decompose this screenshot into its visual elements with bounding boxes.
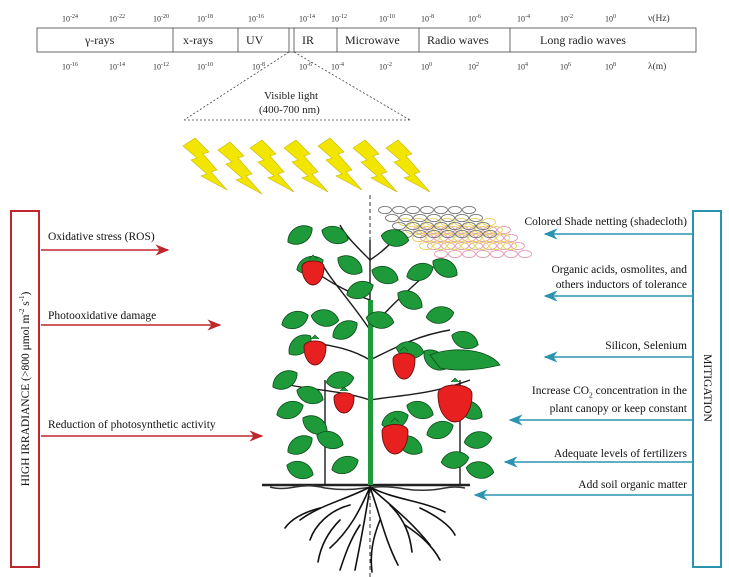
wave-tick: 100 (421, 62, 432, 72)
leaf-icon (463, 429, 493, 450)
freq-tick: 10-10 (379, 14, 395, 24)
leaf-icon (429, 254, 461, 282)
leaf-icon (334, 251, 366, 279)
freq-tick: 10-2 (560, 14, 573, 24)
visible-light-range: (400-700 nm) (259, 104, 320, 116)
wave-tick: 10-2 (379, 62, 392, 72)
freq-tick: 10-8 (421, 14, 434, 24)
freq-tick: 100 (605, 14, 616, 24)
bolt-icon (318, 138, 362, 190)
pepper-fruit-icon (302, 261, 324, 285)
band-label: Long radio waves (540, 33, 626, 48)
leaf-icon (404, 397, 436, 422)
bolt-icon (386, 140, 430, 192)
leaf-icon (310, 307, 340, 328)
left-panel-title: HIGH IRRADIANCE (>800 μmol m-2 s-1) (18, 236, 32, 542)
wave-tick: 10-4 (331, 62, 344, 72)
leaf-icon (430, 350, 500, 370)
leaf-icon (279, 307, 311, 332)
mitigation-co2: Increase CO2 concentration in the plant … (532, 384, 687, 417)
wave-tick: 10-14 (109, 62, 125, 72)
freq-tick: 10-6 (468, 14, 481, 24)
wavelength-unit: λ(m) (648, 62, 666, 72)
band-label: UV (246, 33, 263, 48)
leaf-icon (284, 221, 316, 249)
pepper-fruit-icon (334, 393, 354, 413)
band-label: Radio waves (427, 33, 489, 48)
wave-tick: 102 (468, 62, 479, 72)
leaf-icon (440, 449, 470, 470)
pepper-stem-icon (311, 335, 319, 339)
visible-light-label: Visible light (264, 90, 318, 102)
freq-tick: 10-22 (109, 14, 125, 24)
freq-tick: 10-18 (197, 14, 213, 24)
wave-tick: 10-16 (62, 62, 78, 72)
pepper-fruit-icon (304, 341, 326, 365)
pepper-stem-icon (451, 378, 459, 382)
wave-tick: 10-6 (299, 62, 312, 72)
wave-tick: 106 (560, 62, 571, 72)
main-stem-green (368, 300, 373, 485)
wave-tick: 10-10 (197, 62, 213, 72)
leaf-icon (465, 459, 495, 480)
leaf-icon (425, 304, 455, 325)
freq-tick: 10-24 (62, 14, 78, 24)
wave-tick: 108 (605, 62, 616, 72)
leaf-icon (319, 222, 351, 247)
leaf-icon (284, 457, 316, 482)
right-panel-title: MITIGATION (701, 338, 713, 438)
freq-tick: 10-16 (248, 14, 264, 24)
frequency-unit: ν(Hz) (648, 14, 670, 24)
leaf-icon (325, 369, 355, 390)
freq-tick: 10-4 (517, 14, 530, 24)
wave-tick: 104 (517, 62, 528, 72)
band-label: IR (302, 33, 314, 48)
mitigation-silicon-selenium: Silicon, Selenium (605, 340, 687, 352)
freq-tick: 10-14 (299, 14, 315, 24)
wave-tick: 10-12 (153, 62, 169, 72)
band-label: Microwave (345, 33, 400, 48)
leaf-icon (404, 259, 436, 284)
freq-tick: 10-20 (153, 14, 169, 24)
effect-photooxidative-damage: Photooxidative damage (48, 310, 156, 322)
freq-tick: 10-12 (331, 14, 347, 24)
leaf-icon (269, 366, 301, 394)
leaf-icon (369, 262, 401, 287)
effect-oxidative-stress: Oxidative stress (ROS) (48, 231, 155, 243)
mitigation-shade-netting: Colored Shade netting (shadecloth) (524, 216, 687, 228)
leaf-icon (449, 327, 481, 352)
mitigation-fertilizers: Adequate levels of fertilizers (554, 448, 687, 460)
band-label: x-rays (183, 33, 213, 48)
band-label: γ-rays (85, 33, 114, 48)
leaf-icon (344, 277, 376, 302)
leaf-icon (274, 397, 306, 422)
mitigation-organic-acids: Organic acids, osmolites, and others ind… (551, 263, 687, 293)
pepper-fruit-icon (393, 353, 415, 379)
mitigation-soil-organic-matter: Add soil organic matter (578, 479, 687, 491)
left-arrows (41, 250, 262, 436)
sunlight-bolts (183, 138, 430, 194)
effect-reduced-photosynthesis: Reduction of photosynthetic activity (48, 419, 216, 431)
bolt-icon (183, 138, 227, 190)
leaf-icon (284, 431, 316, 459)
wave-tick: 10-8 (252, 62, 265, 72)
leaf-icon (329, 452, 361, 477)
